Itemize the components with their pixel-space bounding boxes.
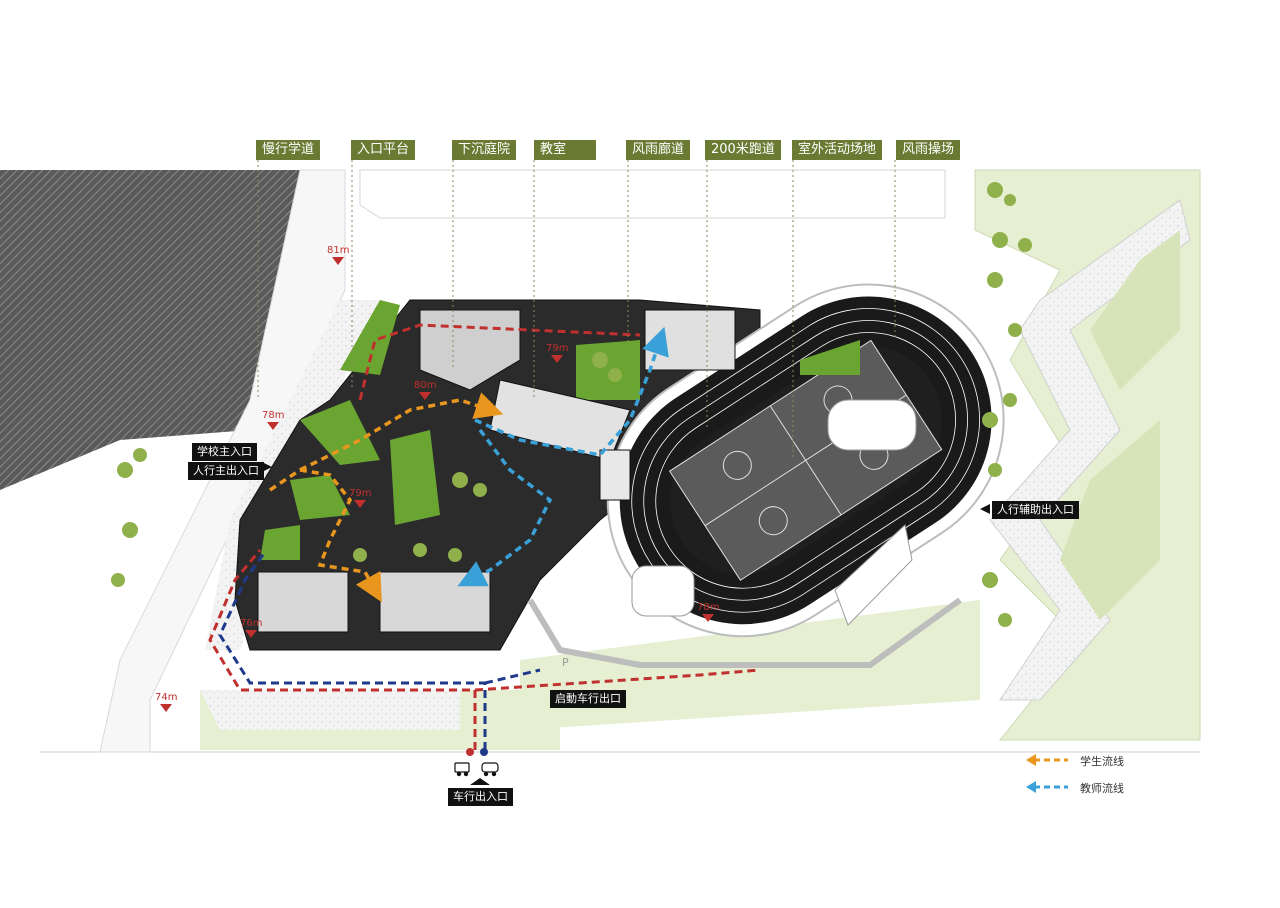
label-covered-playground: 风雨操场 — [896, 140, 961, 160]
elevation-74-marker — [160, 704, 173, 712]
lawn-4 — [260, 525, 300, 560]
label-vehicle-entrance: 车行出入口 — [448, 788, 513, 806]
elevation-78-left: 78m — [262, 410, 284, 430]
building-classroom-south-2 — [379, 571, 491, 633]
trees — [111, 182, 1032, 627]
elevation-78-left-text: 78m — [262, 410, 285, 421]
main-entrance-arrow — [262, 462, 272, 472]
lawn-1 — [300, 400, 380, 465]
teacher-flow — [474, 326, 669, 457]
label-pedestrian-main-entrance: 人行主出入口 — [188, 462, 264, 480]
vehicle-route-red-3 — [358, 323, 641, 401]
student-flow-2 — [299, 392, 504, 472]
elevation-81-text: 81m — [327, 245, 350, 256]
elevation-78-track-marker — [702, 614, 715, 622]
lawn-6 — [340, 300, 400, 375]
elevation-79-mid-marker — [354, 500, 367, 508]
elevation-80-marker — [419, 392, 432, 400]
vehicle-entrance-arrow — [470, 778, 490, 785]
lawn-5 — [576, 340, 640, 400]
elevation-78-track: 78m — [697, 602, 719, 622]
elevation-81-marker — [332, 257, 345, 265]
legend-teacher-swatch — [1026, 781, 1068, 793]
label-track-200m: 200米跑道 — [705, 140, 781, 160]
elevation-79-top-marker — [551, 355, 564, 363]
label-emergency-vehicle-exit: 启動车行出口 — [550, 690, 626, 708]
stand-south — [631, 565, 695, 617]
elevation-79-top: 79m — [546, 343, 568, 363]
vehicle-route-red-2 — [474, 668, 761, 692]
lawn-2 — [290, 475, 350, 520]
stand-east — [834, 524, 913, 626]
teacher-flow-2 — [457, 428, 553, 587]
vehicle-route-blue-2 — [484, 668, 541, 685]
elevation-78-track-text: 78m — [697, 602, 720, 613]
legend-teacher-flow: 教师流线 — [1080, 780, 1124, 796]
legend-teacher-flow-label: 教师流线 — [1080, 782, 1124, 795]
building-classroom-south-1 — [257, 571, 349, 633]
south-gravel — [200, 690, 460, 730]
elevation-76-marker — [245, 630, 258, 638]
label-school-main-entrance: 学校主入口 — [192, 443, 257, 461]
stand-north — [827, 399, 917, 451]
elevation-80-text: 80m — [414, 380, 437, 391]
vehicle-icons — [454, 762, 499, 777]
elevation-74-text: 74m — [155, 692, 178, 703]
vehicle-route-blue — [218, 551, 487, 750]
main-road — [99, 169, 346, 753]
elevation-79-top-text: 79m — [546, 343, 569, 354]
elevation-74: 74m — [155, 692, 177, 712]
label-outdoor-activity: 室外活动场地 — [792, 140, 883, 160]
elevation-79-mid: 79m — [349, 488, 371, 508]
label-entry-platform: 入口平台 — [351, 140, 416, 160]
aux-entrance-arrow — [980, 504, 990, 514]
elevation-78-left-marker — [267, 422, 280, 430]
label-sunken-courtyard: 下沉庭院 — [452, 140, 517, 160]
building-gym — [644, 309, 736, 371]
covered-field-lawn — [800, 340, 860, 375]
route-end-blue — [480, 748, 488, 756]
road-outline-top — [359, 169, 946, 219]
legend-student-swatch — [1026, 754, 1068, 766]
east-terrace-2 — [1060, 420, 1160, 620]
parking-mark: P — [562, 656, 569, 669]
label-covered-corridor: 风雨廊道 — [626, 140, 691, 160]
label-classroom: 教室 — [534, 140, 596, 160]
elevation-81: 81m — [327, 245, 349, 265]
elevation-79-mid-text: 79m — [349, 488, 372, 499]
label-pedestrian-aux-entrance: 人行辅助出入口 — [992, 501, 1079, 519]
building-admin — [419, 309, 521, 391]
neighbor-block — [0, 170, 300, 490]
student-flow — [269, 468, 382, 603]
track-wall — [527, 597, 962, 668]
building-corridor-stand — [599, 449, 631, 501]
label-slow-path: 慢行学道 — [256, 140, 321, 160]
legend-student-flow-label: 学生流线 — [1080, 755, 1124, 768]
route-end-red — [466, 748, 474, 756]
elevation-80: 80m — [414, 380, 436, 400]
elevation-76-text: 76m — [240, 618, 263, 629]
elevation-76: 76m — [240, 618, 262, 638]
lawn-3 — [390, 430, 440, 525]
east-terrace-1 — [1090, 230, 1180, 390]
legend-student-flow: 学生流线 — [1080, 753, 1124, 769]
tag-leaders — [257, 160, 896, 460]
